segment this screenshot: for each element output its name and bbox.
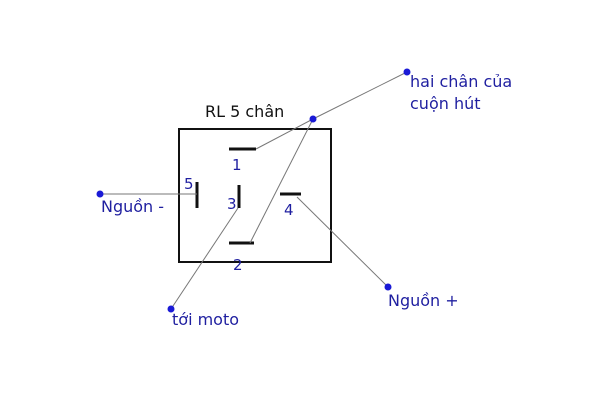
motor-dot — [167, 305, 175, 313]
power-label: Nguồn + — [388, 291, 459, 310]
pin-2-label: 2 — [233, 256, 243, 274]
pin-5-label: 5 — [184, 175, 194, 193]
pin-1-label: 1 — [232, 156, 242, 174]
motor-label: tới moto — [172, 310, 239, 329]
ground-label: Nguồn - — [101, 197, 164, 216]
coil-label-dot — [403, 68, 411, 76]
pin-4-label: 4 — [284, 201, 294, 219]
power-dot — [384, 283, 392, 291]
ground-dot — [96, 190, 104, 198]
coil-label-line1: hai chân của — [410, 72, 512, 91]
coil-label-line2: cuộn hút — [410, 94, 481, 113]
leader-coil-label — [312, 71, 408, 120]
pin-3-label: 3 — [227, 195, 237, 213]
coil-junction-dot — [309, 115, 317, 123]
leader-pin1-coil — [255, 118, 314, 150]
diagram-title: RL 5 chân — [205, 102, 284, 121]
relay-box — [178, 128, 332, 263]
leader-motor — [170, 207, 239, 310]
leader-power — [296, 196, 389, 288]
leader-pin2-coil — [249, 118, 314, 244]
